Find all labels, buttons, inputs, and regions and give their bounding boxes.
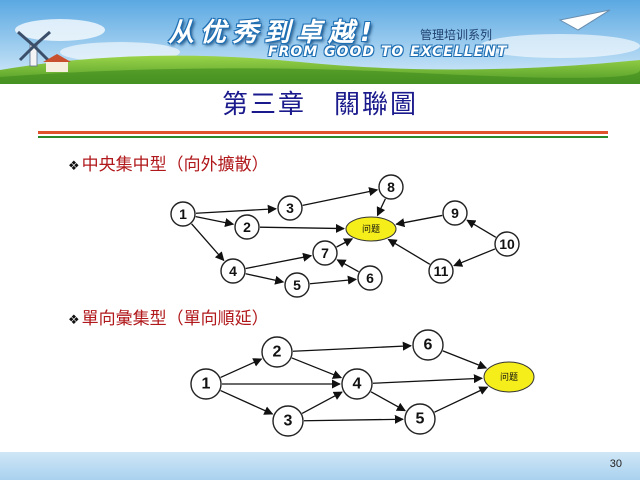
- node-label: 2: [243, 219, 251, 235]
- arrow-4-to-5: [370, 391, 406, 412]
- paper-plane-icon: [558, 9, 611, 31]
- arrow-3-to-8: [302, 187, 379, 206]
- node-1: 1: [170, 201, 196, 227]
- banner-slogan-chinese: 从优秀到卓越!: [168, 18, 378, 48]
- node-5: 5: [404, 403, 436, 435]
- arrow-9-to-problem: [395, 214, 443, 228]
- node-label: 4: [353, 376, 362, 393]
- node-1: 1: [190, 368, 222, 400]
- arrow-1-to-4: [191, 223, 225, 262]
- banner-slogan-english: FROM GOOD TO EXCELLENT: [268, 44, 508, 60]
- edges: [220, 341, 489, 424]
- arrow-11-to-problem: [387, 238, 431, 265]
- node-label: 1: [202, 376, 211, 393]
- arrow-2-to-6: [292, 341, 412, 352]
- arrow-8-to-problem: [376, 198, 386, 217]
- arrow-2-to-4: [291, 357, 343, 379]
- problem-node: 问题: [483, 361, 535, 393]
- footer-bar: 30: [0, 452, 640, 480]
- windmill-icon: [17, 30, 51, 67]
- title-divider-red: [38, 131, 608, 134]
- node-label: 1: [179, 206, 187, 222]
- node-9: 9: [442, 200, 468, 226]
- arrow-4-to-5: [245, 273, 285, 285]
- arrow-6-to-7: [336, 259, 359, 273]
- edges: [191, 187, 497, 285]
- node-label: 11: [434, 263, 449, 279]
- arrow-1-to-3: [195, 204, 277, 214]
- section-heading-oneway-text: 單向彙集型（單向順延）: [81, 309, 269, 329]
- banner-background: [0, 0, 640, 84]
- node-6: 6: [412, 329, 444, 361]
- node-label: 3: [284, 413, 293, 430]
- node-label: 5: [416, 411, 425, 428]
- arrow-1-to-2: [195, 215, 235, 228]
- arrow-1-to-3: [220, 389, 274, 415]
- node-7: 7: [312, 240, 338, 266]
- problem-node-label: 问题: [500, 371, 518, 382]
- node-label: 8: [387, 179, 395, 195]
- node-4: 4: [220, 258, 246, 284]
- node-label: 10: [499, 236, 515, 252]
- node-3: 3: [277, 195, 303, 221]
- problem-node-label: 问题: [362, 223, 380, 234]
- section-heading-central: ❖中央集中型（向外擴散）: [68, 150, 269, 175]
- page-number: 30: [609, 458, 622, 470]
- arrow-3-to-5: [303, 414, 404, 424]
- node-6: 6: [357, 265, 383, 291]
- node-10: 10: [494, 231, 520, 257]
- header-banner: 从优秀到卓越! 管理培训系列 FROM GOOD TO EXCELLENT: [0, 0, 640, 84]
- arrow-6-to-problem: [442, 350, 488, 370]
- arrow-4-to-problem: [372, 374, 483, 384]
- node-2: 2: [261, 336, 293, 368]
- diagram-oneway-type: 1 2 3 4 5 6 问题: [190, 329, 535, 437]
- nodes: 1 2 3 4 5 6 问题: [190, 329, 535, 437]
- diamond-bullet-icon: ❖: [68, 313, 80, 328]
- node-11: 11: [428, 258, 454, 284]
- node-label: 6: [366, 270, 374, 286]
- page-title: 第三章 關聯圖: [221, 90, 418, 120]
- node-label: 6: [424, 337, 433, 354]
- node-label: 9: [451, 205, 459, 221]
- arrow-10-to-9: [466, 219, 497, 238]
- arrow-5-to-problem: [434, 386, 489, 413]
- arrow-10-to-11: [453, 248, 496, 267]
- node-label: 5: [293, 277, 301, 293]
- banner-series-label: 管理培训系列: [420, 28, 493, 42]
- node-label: 4: [229, 263, 237, 279]
- nodes: 1 2 3 4 5 6 7 8 9 10 11 问题: [170, 174, 520, 298]
- diagram-central-type: 1 2 3 4 5 6 7 8 9 10 11 问题: [170, 174, 520, 298]
- node-8: 8: [378, 174, 404, 200]
- node-label: 2: [273, 344, 282, 361]
- arrow-5-to-6: [309, 275, 357, 285]
- title-divider-green: [38, 136, 608, 138]
- node-2: 2: [234, 214, 260, 240]
- arrow-2-to-problem: [259, 223, 345, 233]
- node-label: 7: [321, 245, 329, 261]
- node-5: 5: [284, 272, 310, 298]
- arrow-4-to-7: [245, 252, 313, 270]
- section-heading-central-text: 中央集中型（向外擴散）: [81, 155, 269, 175]
- node-3: 3: [272, 405, 304, 437]
- arrow-1-to-2: [220, 358, 263, 379]
- arrow-7-to-problem: [336, 238, 354, 248]
- node-4: 4: [341, 368, 373, 400]
- house-icon: [43, 54, 71, 72]
- problem-node: 问题: [345, 216, 397, 242]
- arrow-3-to-4: [301, 391, 343, 415]
- node-label: 3: [286, 200, 294, 216]
- section-heading-oneway: ❖單向彙集型（單向順延）: [68, 304, 269, 329]
- diamond-bullet-icon: ❖: [68, 159, 80, 174]
